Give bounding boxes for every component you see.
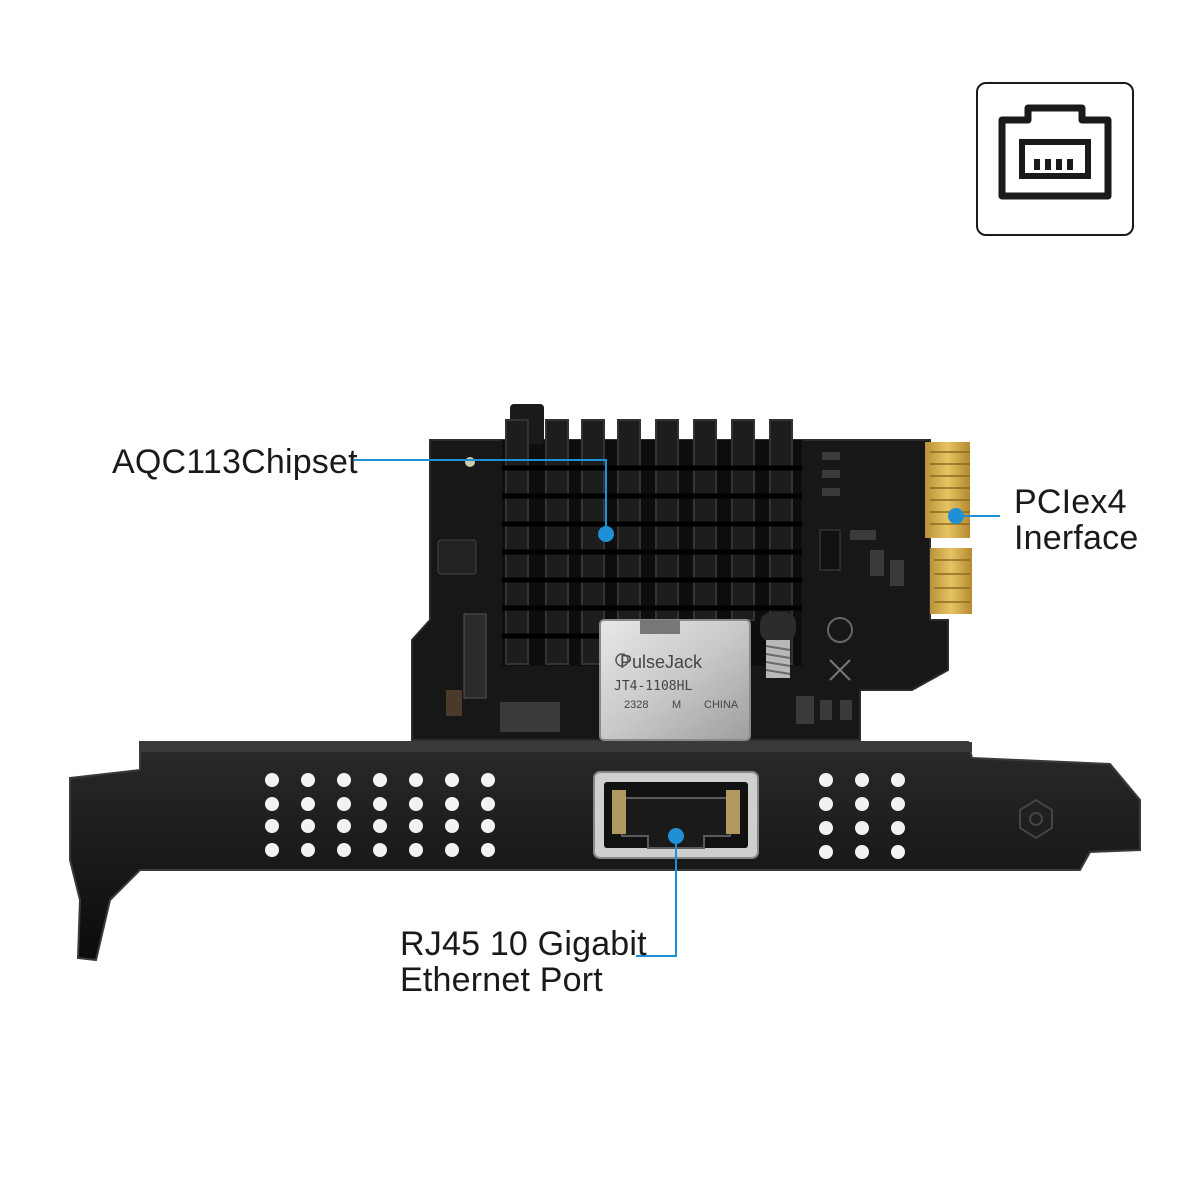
pcie-interface-label-line1: PCIex4 — [1014, 483, 1127, 521]
jack-model: JT4-1108HL — [614, 679, 692, 694]
jack-code: 2328 — [624, 699, 648, 711]
ethernet-badge — [976, 82, 1134, 236]
pcie-interface-label-line2: Inerface — [1014, 519, 1139, 557]
ethernet-port-icon — [998, 104, 1112, 200]
chipset-label: AQC113Chipset — [112, 443, 358, 481]
heatsink-pin — [760, 612, 796, 678]
callout-dots — [598, 508, 964, 844]
rj45-port-label-line1: RJ45 10 Gigabit — [400, 925, 647, 963]
rj45-port — [593, 771, 759, 859]
bracket-emboss — [1019, 798, 1053, 840]
jack-brand: PulseJack — [620, 652, 703, 672]
vent-holes-left — [265, 773, 495, 857]
rj45-port-label-line2: Ethernet Port — [400, 961, 603, 999]
pcie-gold-fingers — [925, 442, 972, 614]
vent-holes-right — [819, 773, 905, 859]
jack-origin: CHINA — [704, 699, 739, 711]
rj45-jack-housing — [599, 619, 751, 741]
jack-code-mid: M — [672, 699, 681, 711]
